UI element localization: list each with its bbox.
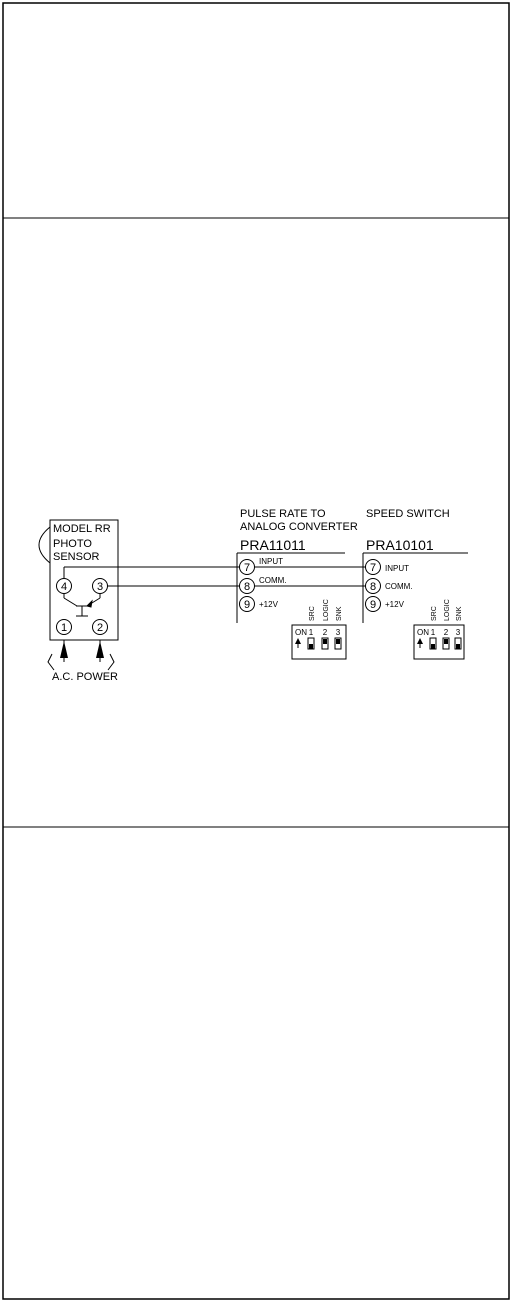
sensor-terminal-2 — [92, 619, 108, 635]
speed-switch-terminal-9 — [365, 596, 381, 612]
converter-terminal-9-num: 9 — [244, 599, 250, 611]
speed-switch-dip-box — [413, 624, 465, 660]
converter-dip-switch: ON 1 2 3 SRC LOGIC SNK — [291, 599, 347, 660]
converter-title-1: PULSE RATE TO — [240, 508, 326, 520]
converter-dip-box — [291, 624, 347, 660]
ac-power-label: A.C. POWER — [52, 671, 118, 683]
sensor-lens-arc — [38, 526, 51, 564]
speed-switch-input-label: INPUT — [385, 564, 409, 573]
speed-switch-dip-arrow — [417, 638, 423, 644]
converter-title-2: ANALOG CONVERTER — [240, 521, 358, 533]
converter-12v-label: +12V — [259, 600, 279, 609]
sensor-terminal-1-num: 1 — [61, 622, 67, 634]
speed-switch-dip-label-src: SRC — [431, 606, 438, 621]
wiring — [63, 566, 369, 587]
speed-switch-title: SPEED SWITCH — [366, 508, 450, 520]
photo-sensor: MODEL RR PHOTO SENSOR 4 3 1 2 — [38, 519, 119, 683]
converter-input-label: INPUT — [259, 557, 283, 566]
speed-switch-12v-label: +12V — [385, 600, 405, 609]
speed-switch-dip-switch: ON 1 2 3 SRC LOGIC SNK — [413, 599, 465, 660]
converter-dip-num-3: 3 — [336, 628, 341, 637]
converter-terminal-7 — [239, 559, 255, 575]
converter-dip-on: ON — [295, 628, 307, 637]
speed-switch-terminal-7-num: 7 — [370, 562, 376, 574]
speed-switch-dip-num-2: 2 — [444, 628, 449, 637]
converter-terminal-8-num: 8 — [244, 581, 250, 593]
converter-module: PULSE RATE TO ANALOG CONVERTER PRA11011 … — [236, 508, 358, 660]
converter-dip-num-1: 1 — [309, 628, 314, 637]
speed-switch-terminal-9-num: 9 — [370, 599, 376, 611]
speed-switch-dip-label-snk: SNK — [456, 606, 463, 621]
sensor-body — [49, 519, 119, 641]
converter-dip-label-logic: LOGIC — [323, 599, 330, 621]
converter-model: PRA11011 — [240, 537, 306, 553]
sensor-label-2: PHOTO — [53, 538, 92, 550]
speed-switch-terminal-8-num: 8 — [370, 581, 376, 593]
sensor-label-3: SENSOR — [53, 551, 100, 563]
ac-power-arrow-1 — [60, 641, 68, 658]
ac-power-leads — [47, 640, 115, 671]
converter-terminal-7-num: 7 — [244, 562, 250, 574]
sensor-terminal-2-num: 2 — [97, 622, 103, 634]
converter-dip-num-2: 2 — [323, 628, 328, 637]
speed-switch-terminal-8 — [365, 578, 381, 594]
speed-switch-dip-on: ON — [417, 628, 429, 637]
converter-comm-label: COMM. — [259, 576, 287, 585]
speed-switch-dip-label-logic: LOGIC — [444, 599, 451, 621]
speed-switch-comm-label: COMM. — [385, 582, 413, 591]
converter-dip-arrow — [295, 638, 301, 644]
transistor-symbol — [63, 594, 101, 617]
sensor-terminal-4 — [56, 578, 72, 594]
sensor-terminal-1 — [56, 619, 72, 635]
speed-switch-dip-num-3: 3 — [456, 628, 461, 637]
converter-terminal-9 — [239, 596, 255, 612]
sensor-terminal-3-num: 3 — [97, 581, 103, 593]
speed-switch-module: SPEED SWITCH PRA10101 7 INPUT 8 COMM. 9 … — [362, 508, 468, 660]
converter-terminal-8 — [239, 578, 255, 594]
speed-switch-dip-num-1: 1 — [431, 628, 436, 637]
speed-switch-model: PRA10101 — [366, 537, 434, 553]
converter-dip-label-src: SRC — [309, 606, 316, 621]
ac-power-arrow-2 — [96, 641, 104, 658]
speed-switch-terminal-7 — [365, 559, 381, 575]
converter-dip-label-snk: SNK — [336, 606, 343, 621]
sensor-terminal-4-num: 4 — [61, 581, 67, 593]
sensor-label-1: MODEL RR — [53, 523, 111, 535]
